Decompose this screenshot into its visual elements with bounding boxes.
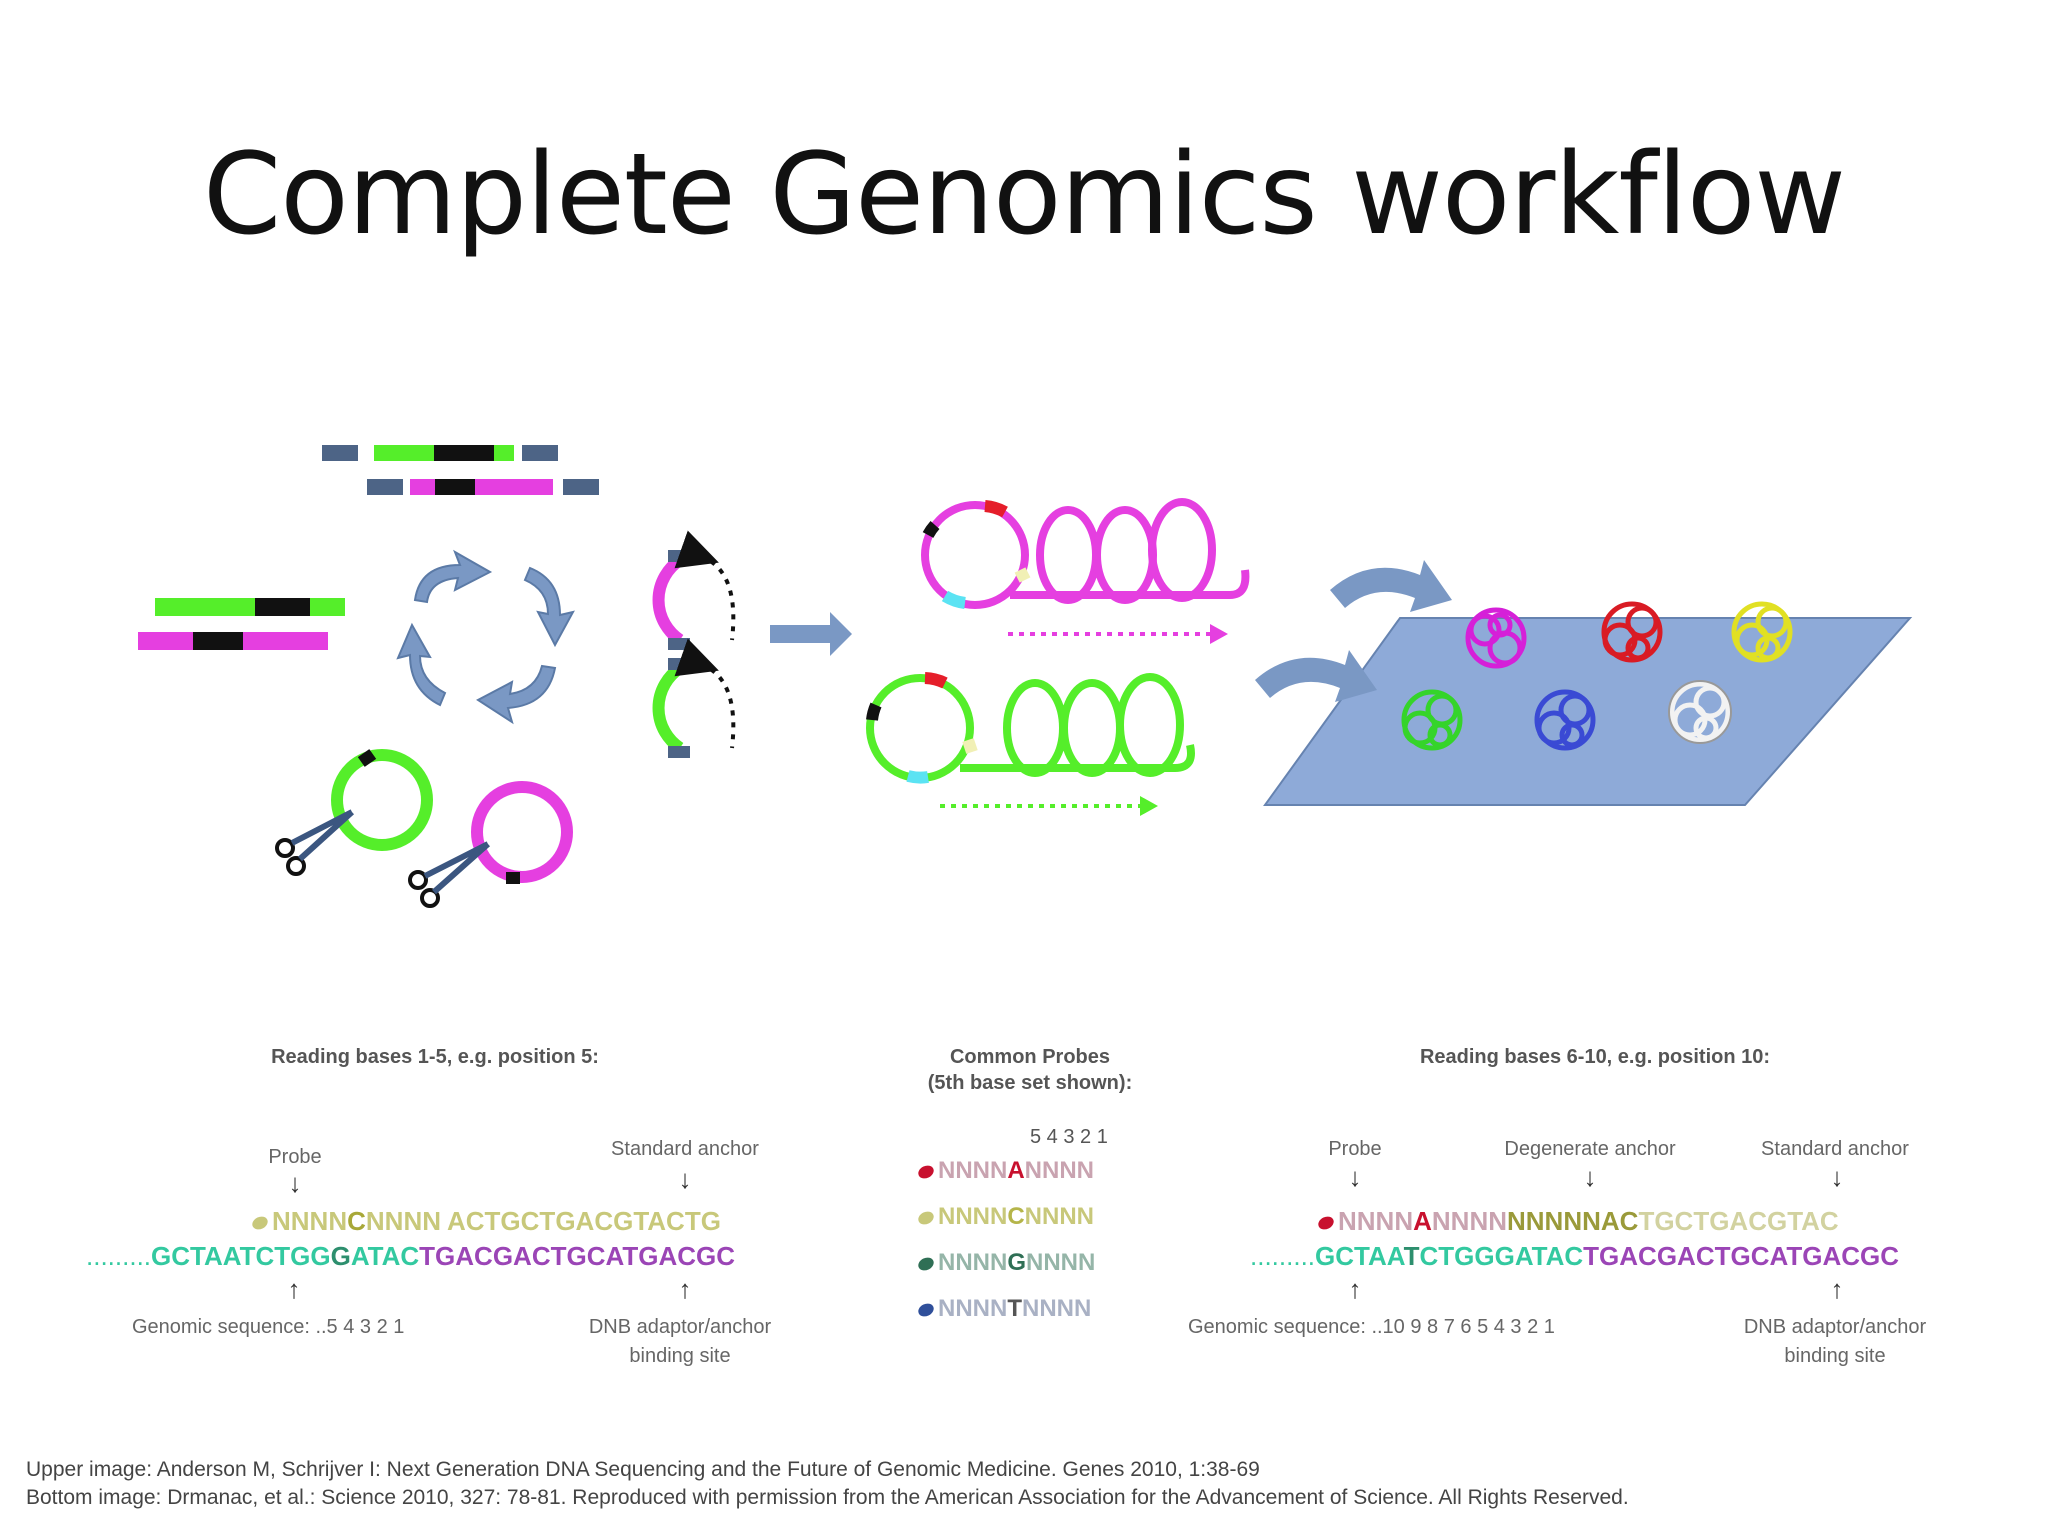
left-probe-label: Probe xyxy=(250,1146,340,1169)
probe-dye-dot-icon xyxy=(250,1214,270,1232)
scissors-icon xyxy=(277,812,488,906)
probe-dye-red-icon xyxy=(1316,1214,1336,1232)
probe-row-t: NNNNTNNNN xyxy=(918,1295,1091,1323)
right-degenerate-label: Degenerate anchor xyxy=(1480,1138,1700,1161)
left-genomic-sequence: .........GCTAATCTGGGATACTGACGACTGCATGACG… xyxy=(86,1241,735,1272)
right-anchor-down-arrow: ↓ xyxy=(1827,1162,1847,1193)
right-genomic-label: Genomic sequence: ..10 9 8 7 6 5 4 3 2 1 xyxy=(1188,1316,1628,1339)
dna-fragments xyxy=(138,598,345,650)
left-anchor-sequence: ACTGCTGACGTACTG xyxy=(447,1206,721,1236)
probe-row-a: NNNNANNNN xyxy=(918,1157,1094,1185)
probe-dye-blue-icon xyxy=(916,1301,936,1319)
right-anchor-label: Standard anchor xyxy=(1740,1138,1930,1161)
left-adaptor-up-arrow: ↑ xyxy=(675,1274,695,1305)
probe-dye-yellow-icon xyxy=(916,1209,936,1227)
left-anchor-down-arrow: ↓ xyxy=(675,1164,695,1195)
process-arrow-icon xyxy=(770,612,852,656)
right-adaptor-sequence: TGACGACTGCATGACGC xyxy=(1583,1241,1899,1271)
probe-dye-red-icon xyxy=(916,1163,936,1181)
patterned-array-plate xyxy=(1255,560,1910,805)
center-position-numbers: 5 4 3 2 1 xyxy=(1030,1126,1108,1149)
right-probe-down-arrow: ↓ xyxy=(1345,1162,1365,1193)
right-adaptor-label-line1: DNB adaptor/anchor xyxy=(1720,1316,1950,1339)
right-adaptor-label-line2: binding site xyxy=(1720,1345,1950,1368)
right-degenerate-down-arrow: ↓ xyxy=(1580,1162,1600,1193)
right-degenerate-sequence: NNNNNAC xyxy=(1507,1206,1638,1236)
citation-upper-image: Upper image: Anderson M, Schrijver I: Ne… xyxy=(26,1458,1260,1482)
right-probe-label: Probe xyxy=(1310,1138,1400,1161)
upper-workflow-diagram xyxy=(0,0,2048,960)
circularization-intermediates xyxy=(659,550,734,758)
center-heading-line2: (5th base set shown): xyxy=(900,1072,1160,1095)
left-adaptor-label-line1: DNB adaptor/anchor xyxy=(565,1316,795,1339)
citation-bottom-image: Bottom image: Drmanac, et al.: Science 2… xyxy=(26,1486,1629,1510)
right-probe-sequence: NNNNANNNNNNNNNACTGCTGACGTAC xyxy=(1318,1206,1839,1237)
probe-dye-green-icon xyxy=(916,1255,936,1273)
left-genomic-label: Genomic sequence: ..5 4 3 2 1 xyxy=(132,1316,462,1339)
dnb-rca-green xyxy=(870,677,1191,816)
right-adaptor-up-arrow: ↑ xyxy=(1827,1274,1847,1305)
dnb-rca-magenta xyxy=(925,502,1245,644)
probe-row-c: NNNNCNNNN xyxy=(918,1203,1094,1231)
right-panel-heading: Reading bases 6-10, e.g. position 10: xyxy=(1385,1046,1805,1069)
left-panel-heading: Reading bases 1-5, e.g. position 5: xyxy=(240,1046,630,1069)
left-adaptor-sequence: TGACGACTGCATGACGC xyxy=(419,1241,735,1271)
center-heading-line1: Common Probes xyxy=(900,1046,1160,1069)
cycle-arrows-icon xyxy=(398,552,573,722)
right-anchor-sequence: TGCTGACGTAC xyxy=(1638,1206,1838,1236)
left-probe-down-arrow: ↓ xyxy=(285,1168,305,1199)
left-genomic-up-arrow: ↑ xyxy=(284,1274,304,1305)
left-anchor-label: Standard anchor xyxy=(590,1138,780,1161)
right-genomic-sequence: .........GCTAATCTGGGATACTGACGACTGCATGACG… xyxy=(1250,1241,1899,1272)
probe-row-g: NNNNGNNNN xyxy=(918,1249,1095,1277)
right-genomic-up-arrow: ↑ xyxy=(1345,1274,1365,1305)
adapter-ligated-fragments xyxy=(322,445,599,495)
left-adaptor-label-line2: binding site xyxy=(565,1345,795,1368)
